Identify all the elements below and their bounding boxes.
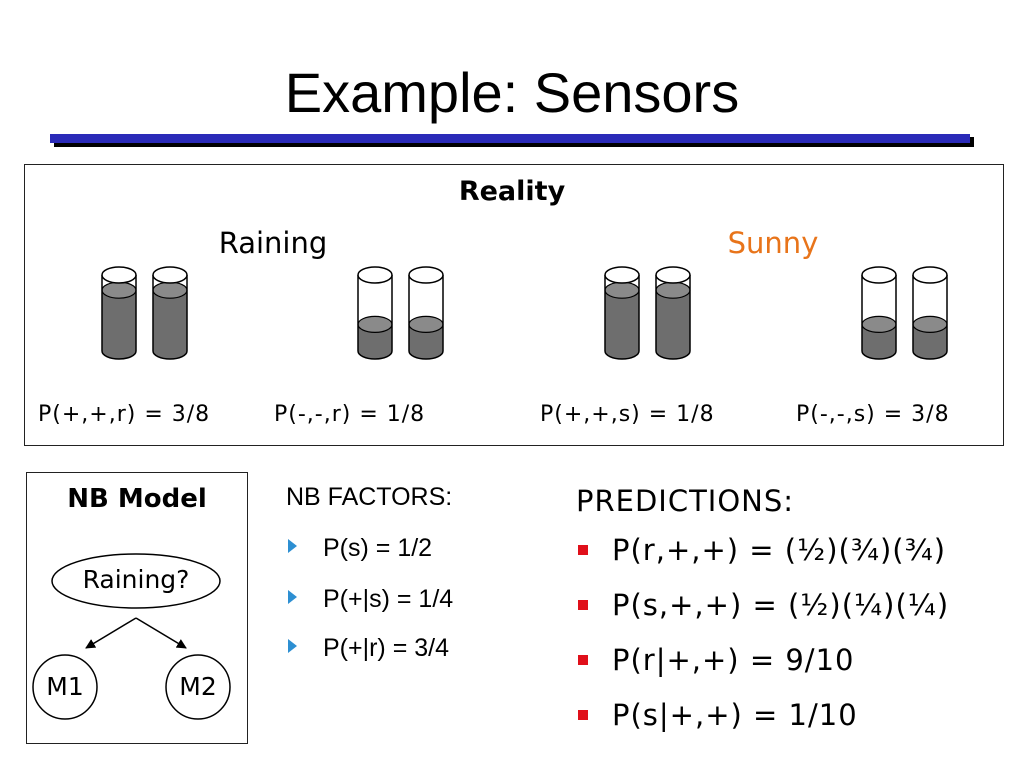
jar-liquid xyxy=(605,290,639,359)
jar-liquid xyxy=(358,324,392,359)
prediction-text: P(r,+,+) = (½)(¾)(¾) xyxy=(612,533,947,567)
title-rule xyxy=(50,134,970,143)
condition-label-sunny: Sunny xyxy=(727,226,819,260)
bullet-icon xyxy=(578,600,588,610)
node-m2 xyxy=(165,654,231,720)
node-m1 xyxy=(32,654,98,720)
jar-liquid xyxy=(102,290,136,359)
prediction-item: P(s,+,+) = (½)(¼)(¼) xyxy=(578,588,949,622)
joint-prob-rain-minus: P(-,-,r) = 1/8 xyxy=(274,402,426,427)
prediction-text: P(s,+,+) = (½)(¼)(¼) xyxy=(612,588,950,622)
factor-text: P(+|s) = 1/4 xyxy=(323,585,454,613)
bullet-icon xyxy=(288,590,297,604)
jar-liquid xyxy=(913,324,947,359)
reality-panel xyxy=(24,164,1004,446)
edge-raining-m1 xyxy=(85,617,137,649)
slide-title: Example: Sensors xyxy=(284,61,740,124)
node-raining xyxy=(51,553,221,609)
sensor-jar xyxy=(152,266,188,360)
sensor-jar xyxy=(357,266,393,360)
node-raining-label: Raining? xyxy=(82,565,190,594)
node-m2-label: M2 xyxy=(179,672,217,701)
nb-model-heading: NB Model xyxy=(67,484,207,514)
sensor-jar xyxy=(655,266,691,360)
reality-heading: Reality xyxy=(458,176,566,207)
bullet-icon xyxy=(578,710,588,720)
jar-liquid xyxy=(656,290,690,359)
jar-rim xyxy=(408,266,444,284)
factor-item: P(+|r) = 3/4 xyxy=(288,634,449,663)
jar-rim xyxy=(861,266,897,284)
jar-liquid xyxy=(862,324,896,359)
bullet-icon xyxy=(288,539,297,553)
prediction-text: P(r|+,+) = 9/10 xyxy=(612,643,855,677)
jar-rim xyxy=(101,266,137,284)
jar-rim xyxy=(604,266,640,284)
factor-text: P(s) = 1/2 xyxy=(323,534,433,562)
sensor-jar xyxy=(101,266,137,360)
jar-outline xyxy=(101,275,137,360)
nb-model-panel xyxy=(26,472,248,744)
sensor-jar xyxy=(861,266,897,360)
node-m1-label: M1 xyxy=(46,672,84,701)
prediction-item: P(s|+,+) = 1/10 xyxy=(578,698,858,732)
sensor-jar xyxy=(408,266,444,360)
bullet-icon xyxy=(578,545,588,555)
edge-raining-m2 xyxy=(135,617,187,649)
condition-label-raining: Raining xyxy=(218,226,328,260)
bullet-icon xyxy=(288,639,297,653)
predictions-heading: PREDICTIONS: xyxy=(576,484,795,518)
joint-prob-rain-plus: P(+,+,r) = 3/8 xyxy=(38,402,211,427)
factor-text: P(+|r) = 3/4 xyxy=(323,634,449,662)
jar-outline xyxy=(604,275,640,360)
jar-outline xyxy=(861,275,897,360)
nb-factors-heading: NB FACTORS: xyxy=(286,483,453,511)
jar-rim xyxy=(912,266,948,284)
prediction-item: P(r|+,+) = 9/10 xyxy=(578,643,854,677)
jar-liquid xyxy=(153,290,187,359)
factor-item: P(s) = 1/2 xyxy=(288,534,432,563)
jar-outline xyxy=(408,275,444,360)
jar-outline xyxy=(655,275,691,360)
jar-outline xyxy=(912,275,948,360)
sensor-jar xyxy=(604,266,640,360)
jar-rim xyxy=(357,266,393,284)
jar-liquid xyxy=(409,324,443,359)
jar-outline xyxy=(152,275,188,360)
joint-prob-sun-plus: P(+,+,s) = 1/8 xyxy=(540,402,715,427)
bullet-icon xyxy=(578,655,588,665)
sensor-jar xyxy=(912,266,948,360)
prediction-text: P(s|+,+) = 1/10 xyxy=(612,698,858,732)
jar-rim xyxy=(152,266,188,284)
factor-item: P(+|s) = 1/4 xyxy=(288,585,453,614)
joint-prob-sun-minus: P(-,-,s) = 3/8 xyxy=(796,402,950,427)
jar-outline xyxy=(357,275,393,360)
jar-rim xyxy=(655,266,691,284)
prediction-item: P(r,+,+) = (½)(¾)(¾) xyxy=(578,533,946,567)
